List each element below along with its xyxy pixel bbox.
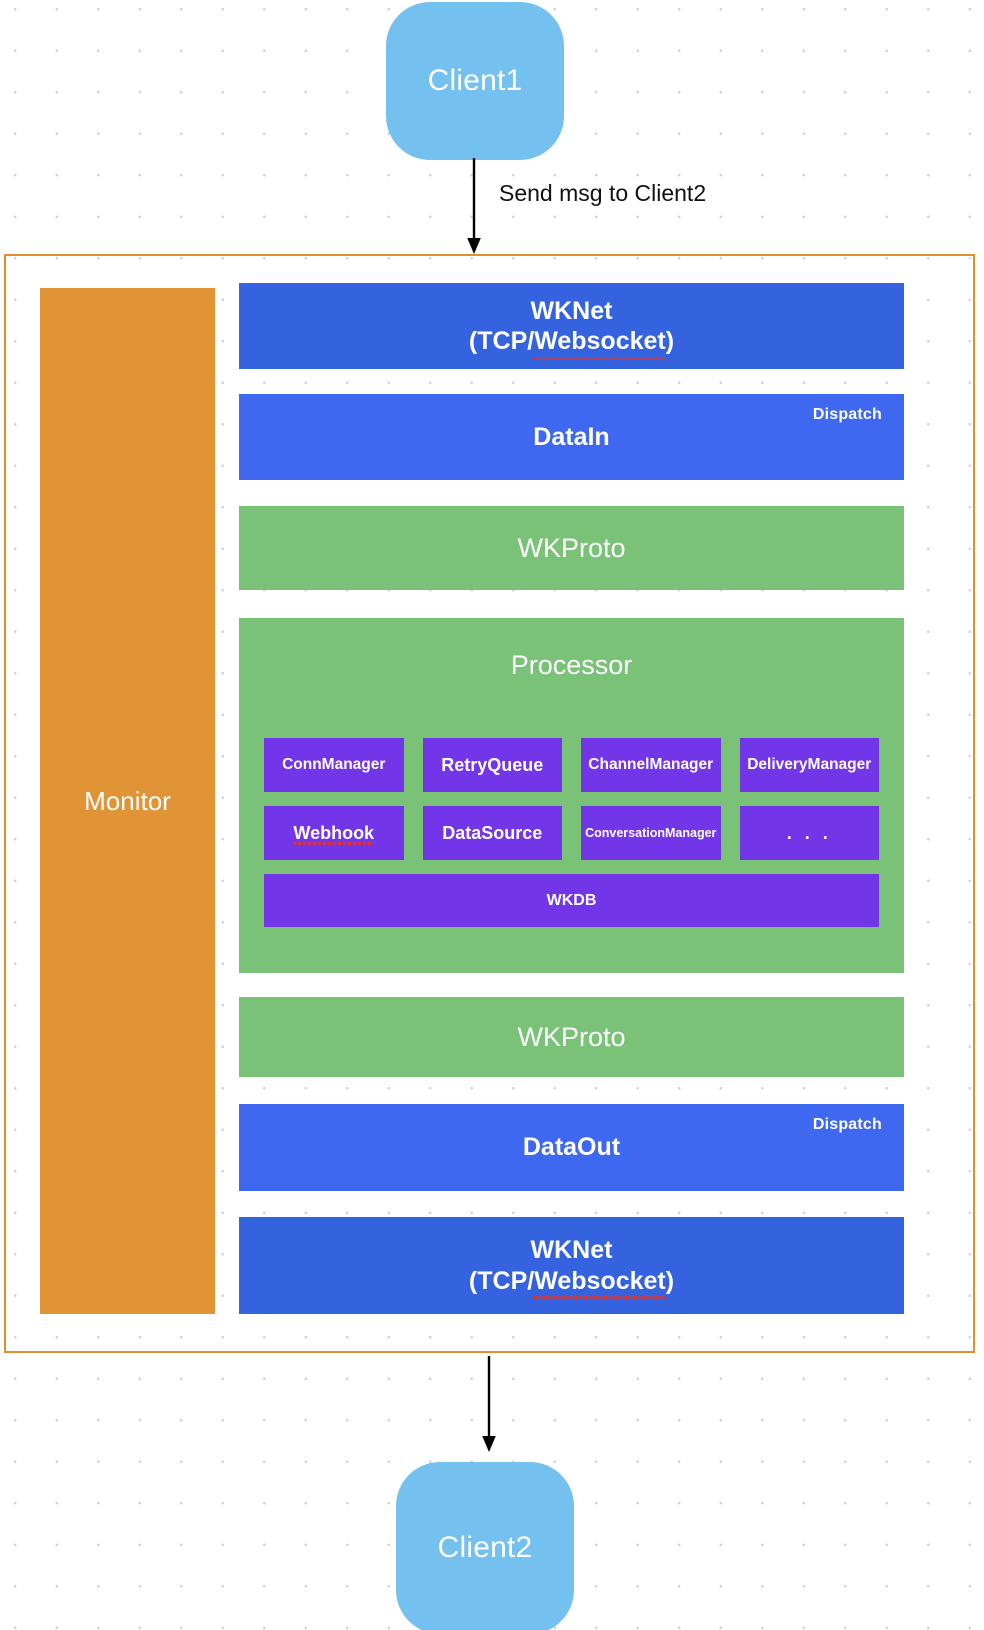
wknet-in-block[interactable]: WKNet(TCP/Websocket) <box>239 283 904 369</box>
websocket-misspelled-word: Websocket <box>534 1266 666 1299</box>
module-conversationmanager[interactable]: ConversationManager <box>581 806 721 860</box>
processor-module-row-2: Webhook DataSource ConversationManager .… <box>264 806 879 860</box>
arrow-server-to-client2 <box>482 1356 496 1452</box>
wkproto-out-block[interactable]: WKProto <box>239 997 904 1077</box>
server-container-boundary <box>4 254 975 1353</box>
processor-module-grid: ConnManager RetryQueue ChannelManager De… <box>264 738 879 941</box>
datain-label: DataIn <box>533 422 610 451</box>
dataout-block[interactable]: DataOut Dispatch <box>239 1104 904 1191</box>
datain-block[interactable]: DataIn Dispatch <box>239 394 904 480</box>
client1-label: Client1 <box>427 64 523 97</box>
dataout-label: DataOut <box>522 1133 621 1162</box>
module-webhook-label: Webhook <box>293 823 375 845</box>
wkproto-in-block[interactable]: WKProto <box>239 506 904 590</box>
module-retryqueue-label: RetryQueue <box>441 755 544 775</box>
module-conversationmanager-label: ConversationManager <box>585 825 717 840</box>
wknet-in-label: WKNet(TCP/Websocket) <box>468 296 675 359</box>
processor-module-row-3: WKDB <box>264 874 879 927</box>
client2-label: Client2 <box>437 1531 533 1564</box>
module-retryqueue[interactable]: RetryQueue <box>422 738 562 792</box>
processor-title: Processor <box>510 650 633 680</box>
wknet-out-block[interactable]: WKNet(TCP/Websocket) <box>239 1217 904 1314</box>
module-datasource-label: DataSource <box>442 823 543 843</box>
module-webhook[interactable]: Webhook <box>264 806 404 860</box>
module-connmanager-label: ConnManager <box>282 756 386 774</box>
client2-node[interactable]: Client2 <box>396 1462 574 1630</box>
processor-block[interactable]: Processor ConnManager RetryQueue Channel… <box>239 618 904 973</box>
arrow-client1-to-server <box>467 158 481 254</box>
module-channelmanager-label: ChannelManager <box>588 756 714 774</box>
module-channelmanager[interactable]: ChannelManager <box>581 738 721 792</box>
module-deliverymanager-label: DeliveryManager <box>747 756 872 774</box>
module-more-ellipsis-label: . . . <box>786 823 832 843</box>
dataout-dispatch-tag: Dispatch <box>812 1116 882 1133</box>
wknet-out-label: WKNet(TCP/Websocket) <box>468 1236 675 1299</box>
module-wkdb[interactable]: WKDB <box>264 874 879 927</box>
monitor-block[interactable]: Monitor <box>40 288 215 1314</box>
wkproto-out-label: WKProto <box>517 1021 626 1052</box>
datain-dispatch-tag: Dispatch <box>812 406 882 423</box>
websocket-misspelled-word: Websocket <box>534 327 666 359</box>
wkproto-in-label: WKProto <box>517 532 626 563</box>
module-connmanager[interactable]: ConnManager <box>264 738 404 792</box>
module-more-ellipsis[interactable]: . . . <box>739 806 879 860</box>
module-wkdb-label: WKDB <box>546 891 597 909</box>
client1-node[interactable]: Client1 <box>386 2 564 160</box>
module-deliverymanager[interactable]: DeliveryManager <box>739 738 879 792</box>
processor-module-row-1: ConnManager RetryQueue ChannelManager De… <box>264 738 879 792</box>
arrow-top-label: Send msg to Client2 <box>499 180 707 206</box>
module-datasource[interactable]: DataSource <box>422 806 562 860</box>
monitor-label: Monitor <box>84 786 171 816</box>
